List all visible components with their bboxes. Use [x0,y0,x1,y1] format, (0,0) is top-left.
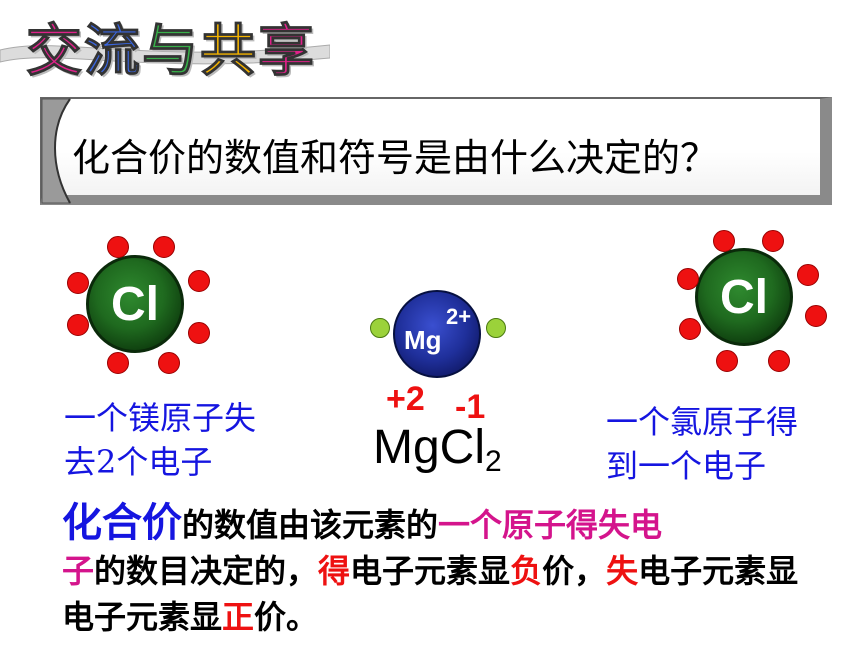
question-banner [40,97,832,205]
explanation-text: 电子元素显 [350,552,511,590]
chlorine-symbol: Cl [720,270,768,324]
explanation-text: 电子元素显 [62,598,223,636]
electron-dot [158,352,180,374]
chlorine-valence: -1 [455,388,486,426]
explanation-text: 价。 [254,598,319,636]
title-char: 享 [258,19,316,85]
electron-dot [797,264,819,286]
title-char: 与 [142,19,200,85]
electron-dot [677,268,699,290]
right-caption-line: 一个氯原子得 [606,403,799,441]
title-char: 共 [200,19,258,85]
electron-dot [762,230,784,252]
electron-dot [713,230,735,252]
left-caption: 一个镁原子失 去2个电子 [64,396,256,484]
explanation-text: 的数值由该元素的 [182,506,439,544]
right-caption: 一个氯原子得 到一个电子 [606,400,798,488]
electron-dot [486,318,506,338]
chlorine-symbol: Cl [111,277,159,331]
magnesium-charge: 2+ [446,304,472,329]
explanation-highlight: 一个原子得失电 [438,506,663,544]
electron-dot [107,236,129,258]
banner-curl-decoration [41,98,71,204]
explanation-highlight: 正 [222,598,255,636]
left-caption-line: 一个镁原子失 [64,399,257,437]
electron-dot [67,272,89,294]
right-caption-line: 到一个电子 [606,447,767,485]
title-char: 流 [84,19,142,85]
chlorine-nucleus: Cl [695,248,793,346]
formula-subscript: 2 [485,445,502,478]
electron-dot [188,322,210,344]
explanation-text: 电子元素显 [638,552,799,590]
electron-dot [768,350,790,372]
title-ribbon-decoration [0,44,330,65]
electron-dot [805,305,827,327]
explanation-highlight: 子 [62,552,95,590]
left-caption-line: 去2个电子 [64,443,213,481]
electron-dot [153,236,175,258]
explanation-highlight: 失 [606,552,639,590]
term-valence: 化合价 [62,499,182,546]
magnesium-valence: +2 [386,380,425,418]
explanation-text: 的数目决定的， [94,552,319,590]
magnesium-symbol: Mg [404,325,442,355]
electron-dot [67,314,89,336]
electron-dot [107,352,129,374]
electron-dot [370,318,390,338]
title-char: 交 [26,19,84,85]
electron-dot [188,270,210,292]
explanation-highlight: 得 [318,552,351,590]
chemical-formula: MgCl2 [373,420,502,479]
magnesium-nucleus [393,290,481,378]
formula-main: MgCl [373,421,486,474]
question-text: 化合价的数值和符号是由什么决定的？ [72,136,719,180]
electron-dot [679,318,701,340]
slide-title: 交流与共享 [26,6,316,87]
explanation-text: 价， [542,552,607,590]
electron-dot [716,350,738,372]
chlorine-nucleus: Cl [86,255,184,353]
explanation-highlight: 负 [510,552,543,590]
explanation-paragraph: 化合价的数值由该元素的一个原子得失电 子的数目决定的，得电子元素显负价，失电子元… [62,500,802,640]
